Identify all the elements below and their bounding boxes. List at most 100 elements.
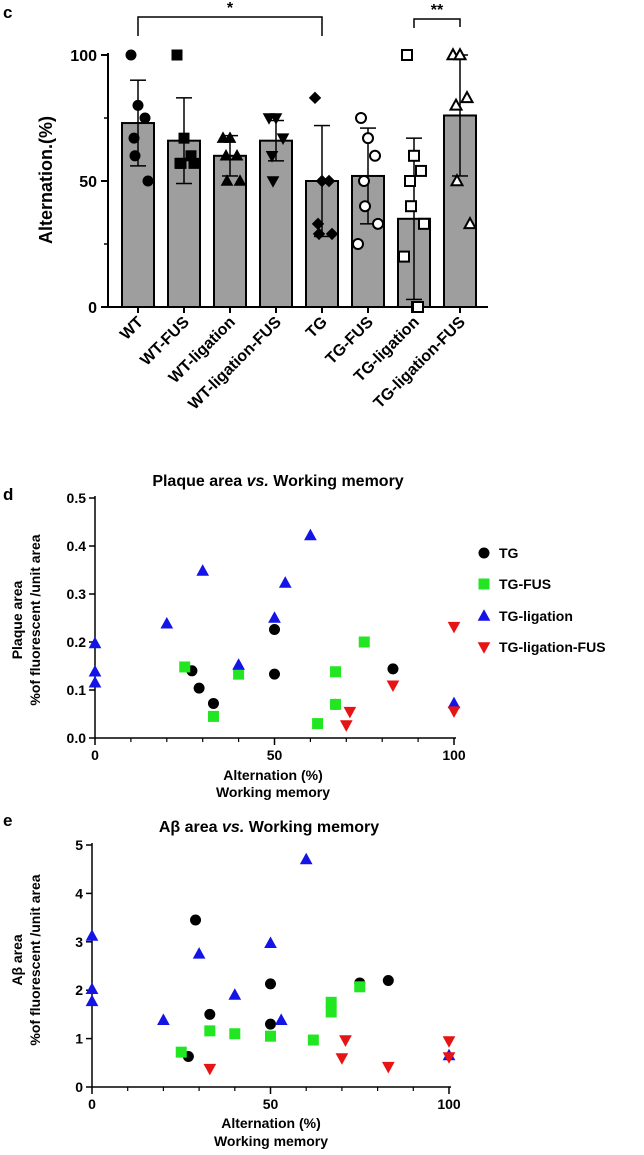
bar-data-point [358, 175, 370, 187]
bar-data-point [405, 200, 417, 213]
abeta-x-axis-title: Alternation (%) [221, 1115, 321, 1131]
point-tg-fus [330, 698, 342, 710]
bar-data-point [415, 164, 427, 177]
bar-data-point [171, 49, 183, 61]
point-tg-ligation [264, 936, 277, 949]
point-tg-fus [325, 1006, 337, 1018]
bar-data-point [401, 49, 413, 61]
bar-data-point [312, 227, 326, 241]
point-tg-ligation [192, 947, 206, 959]
point-tg-ligation-fus [442, 1036, 456, 1048]
significance-bracket [413, 18, 461, 28]
bar-data-point [404, 175, 416, 187]
bar-data-point [418, 217, 430, 230]
abeta-title-tail: Working memory [244, 819, 379, 836]
y-tick-label: 2 [75, 982, 83, 998]
bar-data-point [462, 216, 478, 230]
bar-data-point [139, 112, 151, 124]
point-tg-ligation-fus [203, 1063, 217, 1076]
bar-data-point [412, 301, 424, 313]
bar-y-tick-label: 0 [88, 300, 97, 317]
x-tick-label: 50 [263, 1096, 279, 1112]
y-tick-label: 5 [75, 837, 83, 853]
bar-data-point [359, 200, 371, 213]
significance-bracket [137, 16, 323, 36]
panel-letter-e: e [3, 811, 12, 830]
point-tg [387, 663, 399, 675]
bar-series [121, 54, 477, 309]
point-tg [204, 1008, 216, 1020]
bar-data-point [408, 149, 420, 162]
significance-label: ** [431, 2, 444, 19]
legend-label-tg-ligation-fus: TG-ligation-FUS [499, 639, 606, 655]
point-tg-fus [233, 668, 245, 680]
bar-data-point [125, 49, 137, 61]
point-tg-ligation-fus [447, 706, 461, 718]
bar-data-point [269, 113, 283, 125]
point-tg-ligation [268, 611, 281, 623]
point-tg [193, 682, 205, 694]
bar-data-point [459, 90, 475, 104]
point-tg-fus [265, 1030, 276, 1042]
abeta-title-vs: vs. [222, 819, 244, 836]
bar-data-point [129, 150, 141, 162]
bar-y-tick-label: 50 [79, 174, 97, 191]
legend-marker-tg-fus [478, 578, 490, 590]
point-tg-ligation [274, 1013, 288, 1025]
abeta-x-axis-subtitle: Working memory [214, 1133, 328, 1149]
plaque-y-axis-title: Plaque area [9, 580, 25, 659]
point-tg-fus [175, 1046, 187, 1058]
x-tick-label: 100 [437, 1096, 461, 1112]
point-tg-ligation [304, 528, 317, 541]
y-tick-label: 0.4 [67, 538, 87, 554]
plaque-title-main: Plaque area [152, 473, 246, 490]
bar-data-point [233, 174, 247, 186]
plaque-title-tail: Working memory [269, 473, 404, 490]
bar-data-point [220, 174, 234, 186]
bar-data-point [322, 174, 336, 188]
point-tg-fus [229, 1028, 241, 1040]
legend-label-tg-fus: TG-FUS [499, 576, 551, 592]
bar-data-point [265, 151, 279, 163]
x-tick-label: 100 [442, 747, 466, 763]
point-tg-fus [325, 996, 337, 1008]
y-tick-label: 1 [75, 1031, 83, 1047]
y-tick-label: 0.3 [67, 586, 87, 602]
bar-data-point [230, 149, 244, 161]
bar-data-point [372, 217, 384, 230]
bar-data-point [449, 173, 465, 187]
point-tg-ligation [88, 636, 102, 649]
point-tg [269, 668, 280, 680]
bar-data-point [142, 175, 154, 187]
y-tick-label: 0.1 [67, 682, 87, 698]
point-tg [265, 1018, 276, 1030]
bar-data-point [128, 132, 140, 144]
scatter-abeta-area: e Aβ area vs. Working memory Aβ area %of… [3, 811, 461, 1149]
abeta-y-axis-subtitle: %of fluorescent /unit area [27, 874, 43, 1045]
bar-data-point [188, 157, 200, 169]
bar-wt-ligation-fus [259, 139, 293, 308]
point-tg-fus [330, 666, 342, 678]
bar-x-tick-label: TG [303, 314, 331, 342]
plaque-x-axis-subtitle: Working memory [216, 784, 330, 800]
point-tg-fus [207, 710, 219, 722]
point-tg-ligation [228, 988, 242, 1000]
bar-data-point [132, 99, 144, 111]
point-tg-ligation [447, 696, 461, 709]
bar-data-point [325, 227, 339, 241]
bar-x-tick-label: WT [117, 314, 147, 344]
point-tg-ligation-fus [335, 1053, 349, 1065]
point-tg-ligation-fus [381, 1061, 395, 1074]
bar-data-point [369, 149, 381, 162]
point-tg-ligation [85, 929, 99, 941]
x-tick-label: 0 [88, 1096, 96, 1112]
legend-marker-tg [478, 547, 490, 559]
point-tg-ligation [85, 982, 99, 994]
abeta-chart-title: Aβ area vs. Working memory [159, 819, 379, 836]
x-tick-label: 0 [91, 747, 99, 763]
